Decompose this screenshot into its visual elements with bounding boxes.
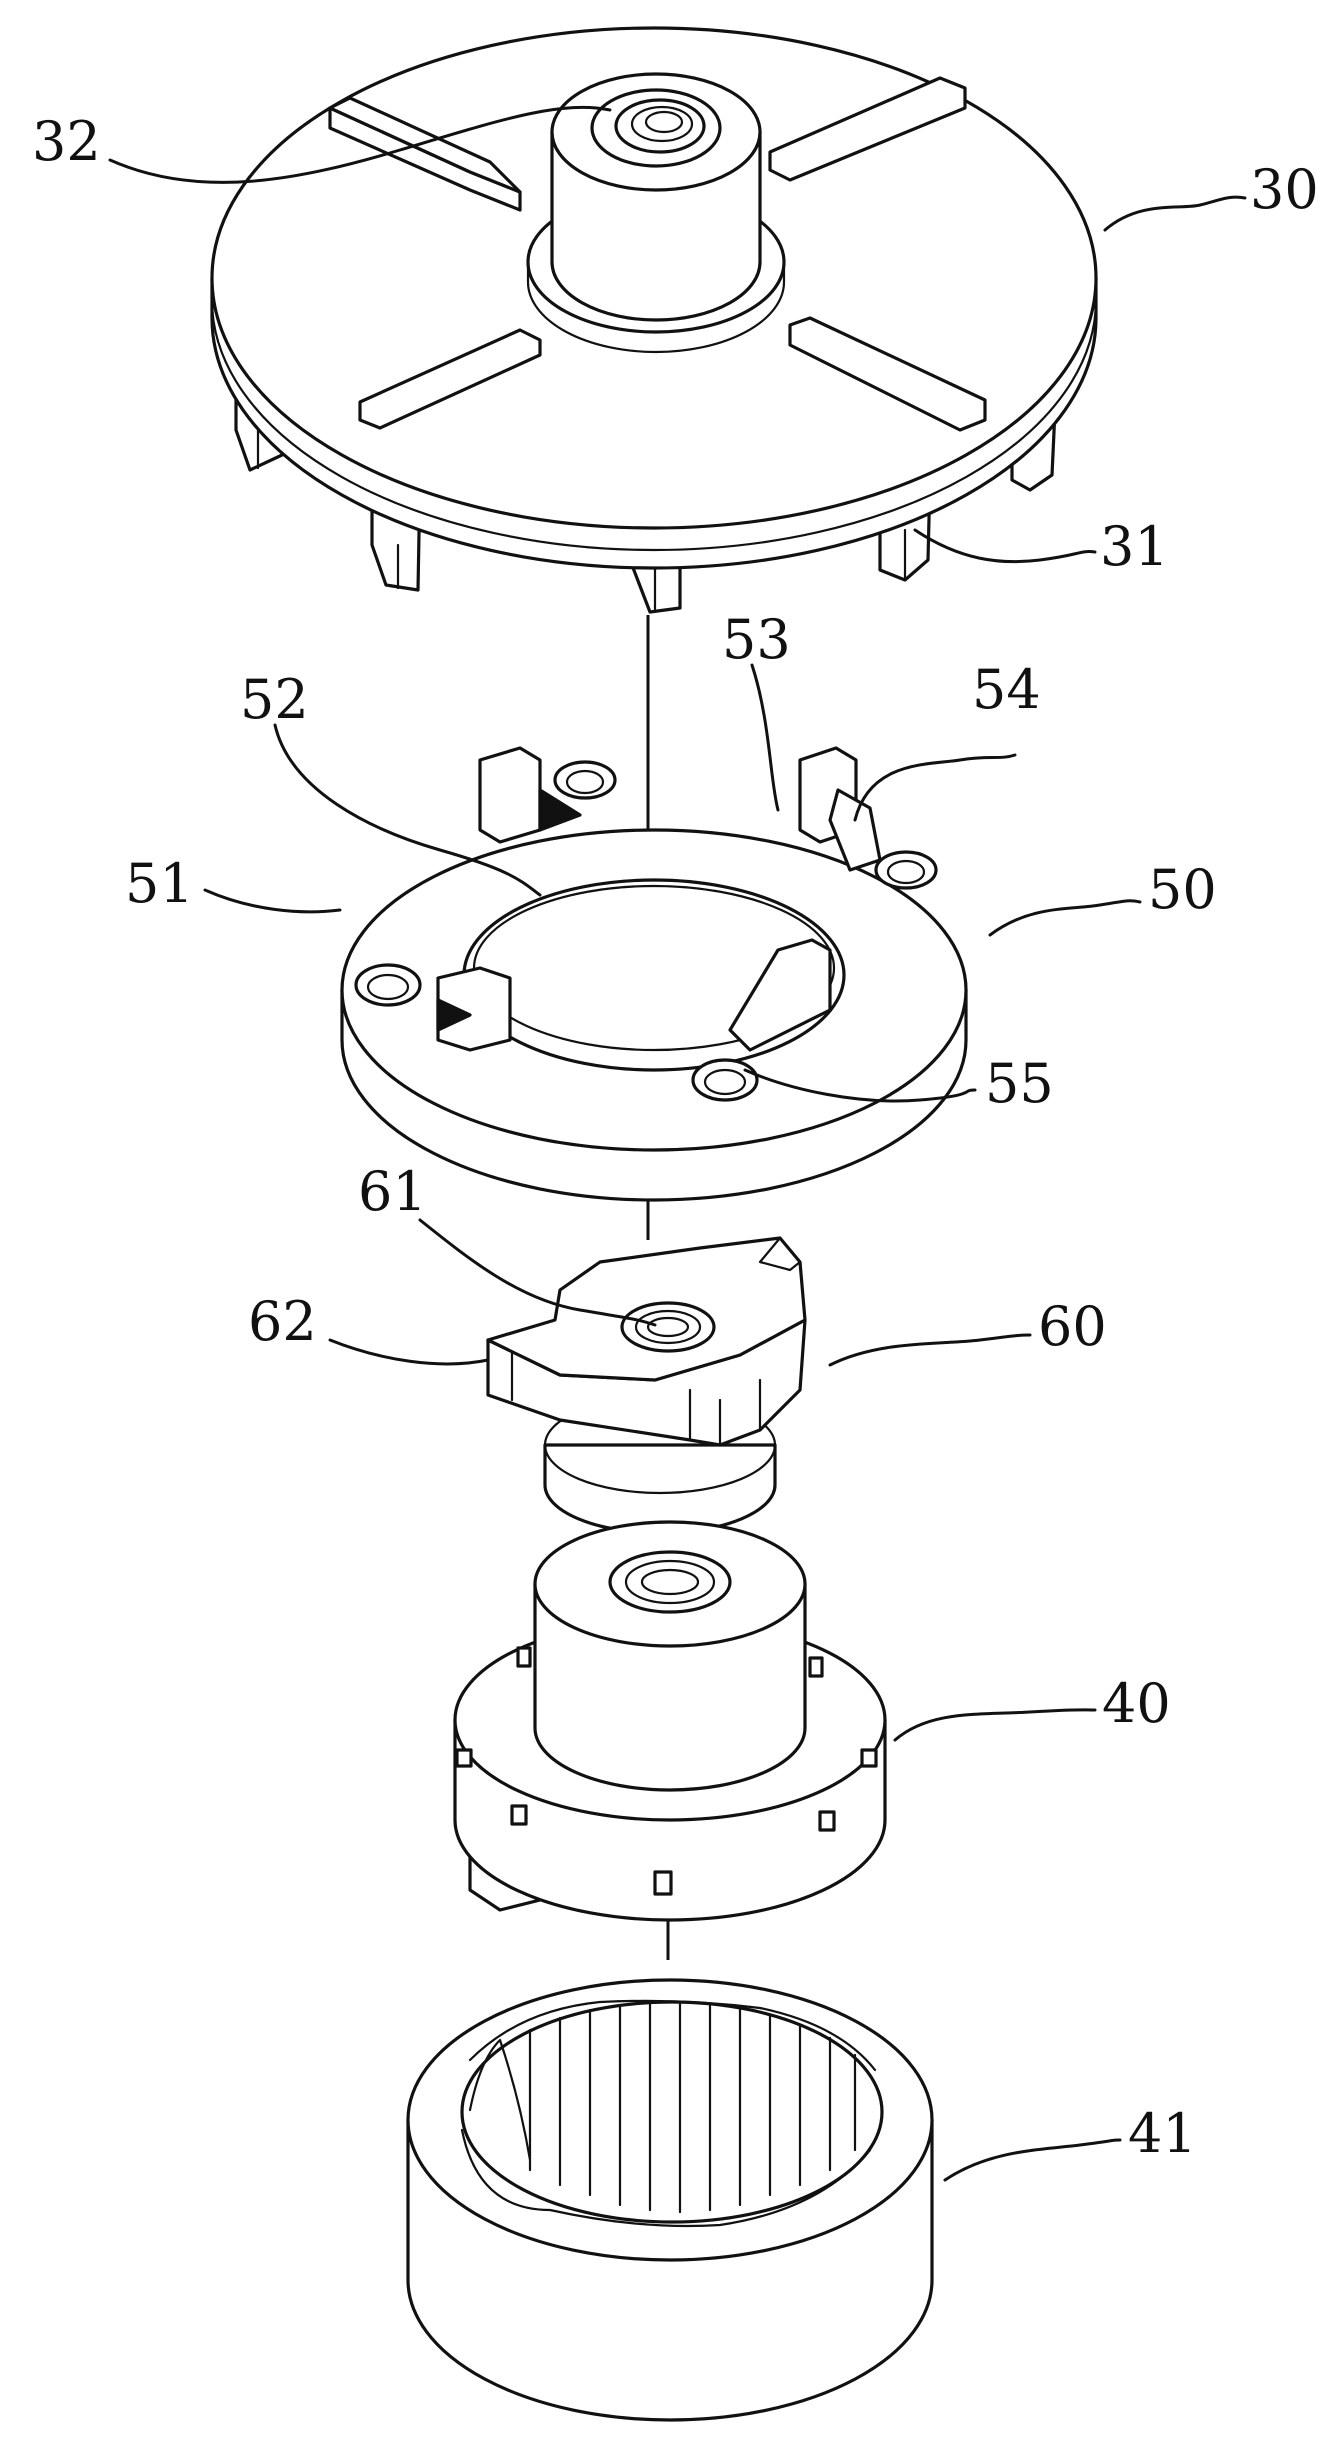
label-55: 55 — [985, 1052, 1054, 1115]
label-60: 60 — [1038, 1295, 1107, 1358]
leader-62 — [328, 1338, 490, 1366]
reference-numerals: 32 30 31 53 52 54 51 50 55 61 62 60 40 4… — [32, 110, 1319, 2165]
leader-52 — [273, 723, 542, 897]
label-53: 53 — [722, 608, 791, 671]
leader-lines — [108, 105, 1247, 2182]
leader-32 — [108, 105, 612, 184]
label-52: 52 — [240, 668, 309, 731]
part-41-gear-ring — [406, 1978, 934, 2422]
part-30-rotor-disc — [210, 26, 1098, 614]
label-31: 31 — [1100, 515, 1169, 578]
part-40-spool-hub — [453, 1520, 887, 1922]
label-32: 32 — [32, 110, 101, 173]
leader-41 — [943, 2138, 1122, 2182]
leader-61 — [418, 1218, 657, 1327]
label-62: 62 — [248, 1290, 317, 1353]
label-51: 51 — [125, 852, 194, 915]
label-40: 40 — [1102, 1672, 1171, 1735]
label-50: 50 — [1148, 858, 1217, 921]
leader-40 — [893, 1708, 1097, 1742]
label-54: 54 — [972, 658, 1041, 721]
part-60-cam-nut — [486, 1236, 807, 1535]
leader-51 — [203, 888, 342, 914]
leader-31 — [913, 528, 1097, 564]
label-30: 30 — [1250, 158, 1319, 221]
leader-53 — [750, 663, 780, 812]
part-50-ratchet-ring — [340, 746, 968, 1202]
leader-60 — [828, 1333, 1032, 1367]
leader-55 — [743, 1068, 977, 1103]
leader-50 — [988, 899, 1142, 937]
label-41: 41 — [1128, 2102, 1197, 2165]
leader-54 — [853, 753, 1017, 822]
label-61: 61 — [358, 1160, 427, 1223]
leader-30 — [1103, 195, 1247, 232]
